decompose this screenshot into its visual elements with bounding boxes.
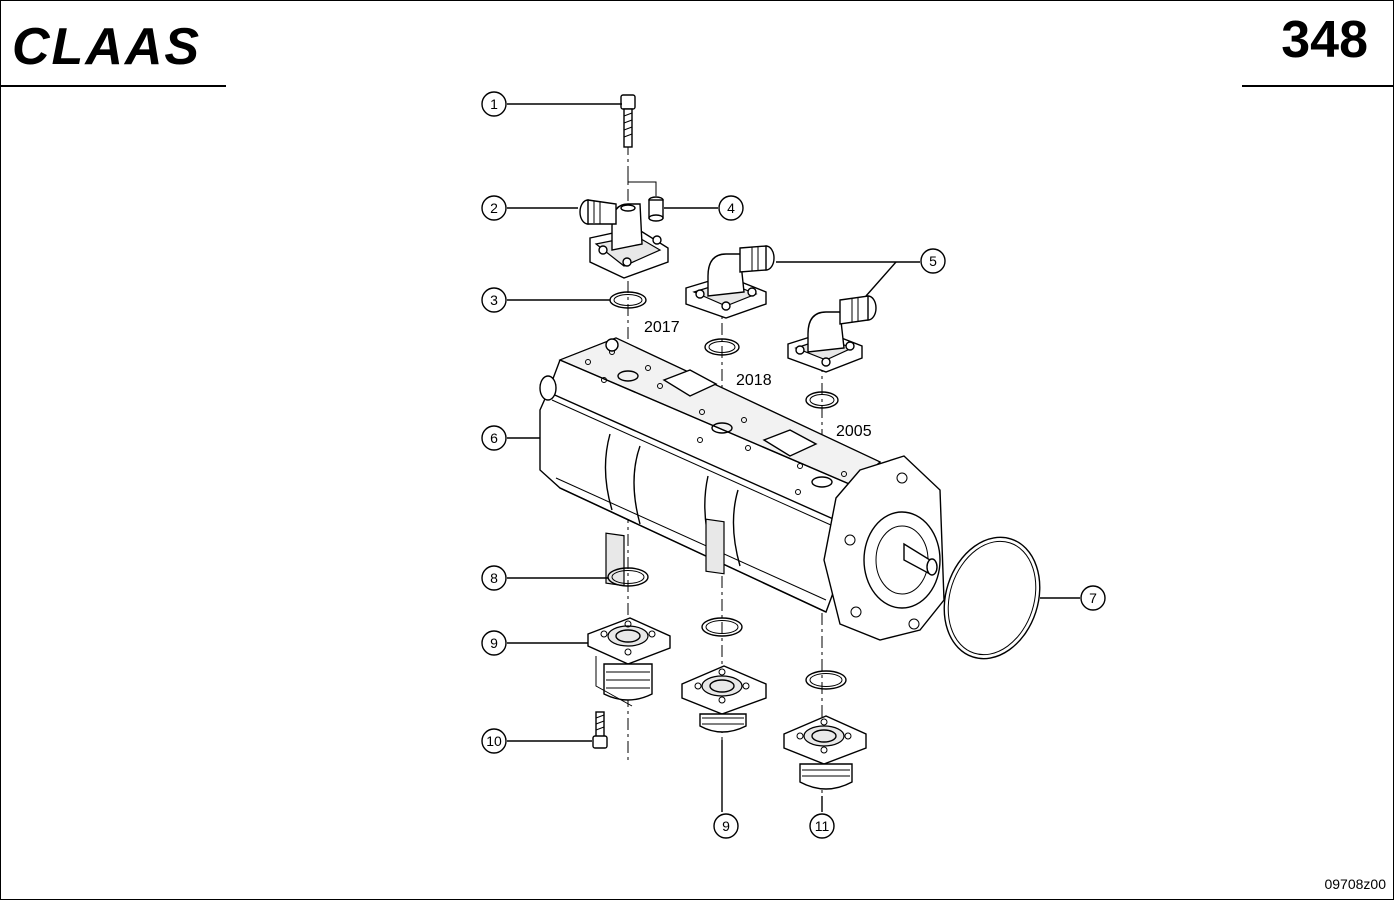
callout-9-left: 9 bbox=[481, 630, 507, 656]
callout-7: 7 bbox=[1080, 585, 1106, 611]
callout-5: 5 bbox=[920, 248, 946, 274]
part-pin-4 bbox=[648, 196, 664, 222]
callout-9-bottom: 9 bbox=[713, 813, 739, 839]
callout-11-label: 11 bbox=[815, 818, 830, 834]
part-square-flange-9b bbox=[681, 665, 767, 733]
guide-pin bbox=[627, 168, 657, 196]
callout-6-label: 6 bbox=[490, 430, 498, 446]
callout-2-label: 2 bbox=[490, 200, 498, 216]
drawing-id: 09708z00 bbox=[1324, 876, 1386, 892]
callout-1-label: 1 bbox=[490, 96, 498, 112]
part-o-ring-3-inner bbox=[613, 294, 643, 306]
code-label-2005: 2005 bbox=[836, 423, 872, 440]
callout-4-label: 4 bbox=[727, 200, 735, 216]
part-o-ring-5a bbox=[704, 338, 740, 356]
logo-wordmark: CLAAS bbox=[12, 22, 201, 66]
part-o-ring-middle-inner bbox=[705, 620, 739, 634]
part-square-flange-11 bbox=[783, 715, 867, 790]
part-elbow-flange-5a bbox=[685, 245, 775, 319]
page-number: 348 bbox=[1281, 11, 1368, 69]
part-elbow-flange-2 bbox=[579, 199, 669, 279]
part-o-ring-8 bbox=[607, 567, 649, 587]
part-screw-1 bbox=[620, 94, 636, 148]
part-o-ring-5b-inner bbox=[809, 394, 835, 406]
callout-4: 4 bbox=[718, 195, 744, 221]
part-o-ring-middle bbox=[701, 617, 743, 637]
callout-1: 1 bbox=[481, 91, 507, 117]
part-pump-body-6 bbox=[539, 337, 945, 641]
header-rule-left bbox=[0, 85, 226, 87]
leader-5b bbox=[865, 261, 897, 297]
callout-5-label: 5 bbox=[929, 253, 937, 269]
code-label-2017: 2017 bbox=[644, 319, 680, 336]
guide-screw-10 bbox=[595, 656, 633, 707]
part-o-ring-right-inner bbox=[809, 673, 843, 687]
part-square-flange-9a bbox=[587, 617, 671, 701]
part-o-ring-7 bbox=[943, 536, 1041, 660]
claas-logo: CLAAS bbox=[12, 22, 201, 66]
code-label-2018: 2018 bbox=[736, 372, 772, 389]
callout-9-left-label: 9 bbox=[490, 635, 498, 651]
part-o-ring-right bbox=[805, 670, 847, 690]
callout-8: 8 bbox=[481, 565, 507, 591]
callout-9-bottom-label: 9 bbox=[722, 818, 730, 834]
callout-7-label: 7 bbox=[1089, 590, 1097, 606]
part-o-ring-7-inner bbox=[947, 540, 1037, 656]
callout-11: 11 bbox=[809, 813, 835, 839]
part-screw-10 bbox=[592, 711, 608, 749]
callout-10: 10 bbox=[481, 728, 507, 754]
callout-8-label: 8 bbox=[490, 570, 498, 586]
part-elbow-flange-5b bbox=[787, 295, 877, 373]
callout-3: 3 bbox=[481, 287, 507, 313]
callout-6: 6 bbox=[481, 425, 507, 451]
part-o-ring-8-inner bbox=[611, 570, 645, 584]
part-o-ring-5a-inner bbox=[708, 341, 736, 353]
callout-10-label: 10 bbox=[486, 733, 502, 749]
header-rule-right bbox=[1242, 85, 1394, 87]
part-o-ring-5b bbox=[805, 391, 839, 409]
callout-3-label: 3 bbox=[490, 292, 498, 308]
callout-2: 2 bbox=[481, 195, 507, 221]
